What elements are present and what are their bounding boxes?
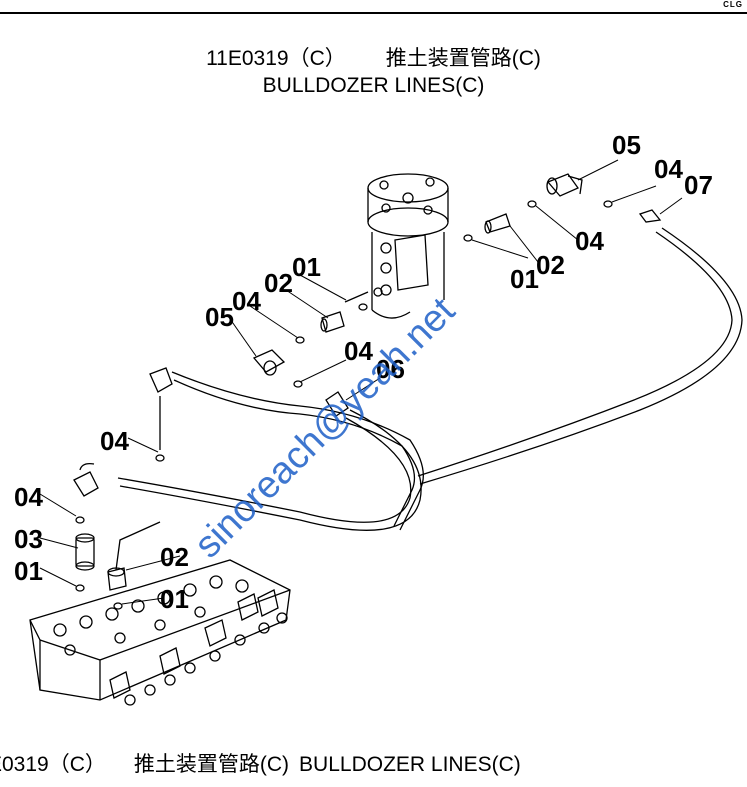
callout-03: 03 (14, 524, 43, 554)
callout-04-center: 04 (344, 336, 373, 366)
callout-01-mid: 01 (510, 264, 539, 294)
title-code: 11E0319（C） (206, 47, 346, 70)
callout-05-top: 05 (612, 130, 641, 160)
caption-name-cn: 推土装置管路(C) (133, 753, 290, 776)
callout-04-far: 04 (14, 482, 43, 512)
callout-02-bottom: 02 (160, 542, 189, 572)
hose-06 (117, 409, 422, 531)
top-rule (0, 12, 747, 14)
callout-04-right: 04 (575, 226, 604, 256)
control-valve (29, 559, 291, 706)
callout-04-left: 04 (232, 286, 261, 316)
caption-code: E0319（C） (0, 753, 106, 776)
elbow-fitting-left (252, 349, 286, 376)
figure-caption: E0319（C） 推土装置管路(C) BULLDOZER LINES(C) (0, 748, 521, 778)
hose-07 (417, 209, 743, 485)
hose-upper-left (149, 367, 424, 531)
elbow-fitting-top (546, 173, 583, 197)
elbow-far-left (73, 462, 99, 497)
adapter-bottom (107, 567, 127, 591)
page-subtitle: BULLDOZER LINES(C) (262, 74, 485, 97)
callout-06: 06 (376, 354, 405, 384)
caption-name-en: BULLDOZER LINES(C) (299, 753, 521, 776)
callout-01-bottom: 01 (160, 584, 189, 614)
leader-lines (39, 159, 683, 605)
callout-05-left: 05 (205, 302, 234, 332)
check-valve-03 (75, 533, 95, 571)
callout-04-vert: 04 (100, 426, 129, 456)
adapter-left (320, 311, 345, 333)
callout-01-far: 01 (14, 556, 43, 586)
callout-01-left: 01 (292, 252, 321, 282)
callout-02-mid: 02 (536, 250, 565, 280)
swivel-joint (367, 173, 449, 319)
title-name-cn: 推土装置管路(C) (385, 47, 541, 70)
brand-mark: CLG (723, 0, 743, 9)
callout-02-left: 02 (264, 268, 293, 298)
callout-07: 07 (684, 170, 713, 200)
parts-diagram: 05 04 07 04 02 01 01 02 04 05 04 06 04 0… (14, 130, 743, 706)
adapter-right (484, 213, 511, 234)
callout-04-top: 04 (654, 154, 683, 184)
page-title: 11E0319（C） 推土装置管路(C) (0, 42, 747, 72)
